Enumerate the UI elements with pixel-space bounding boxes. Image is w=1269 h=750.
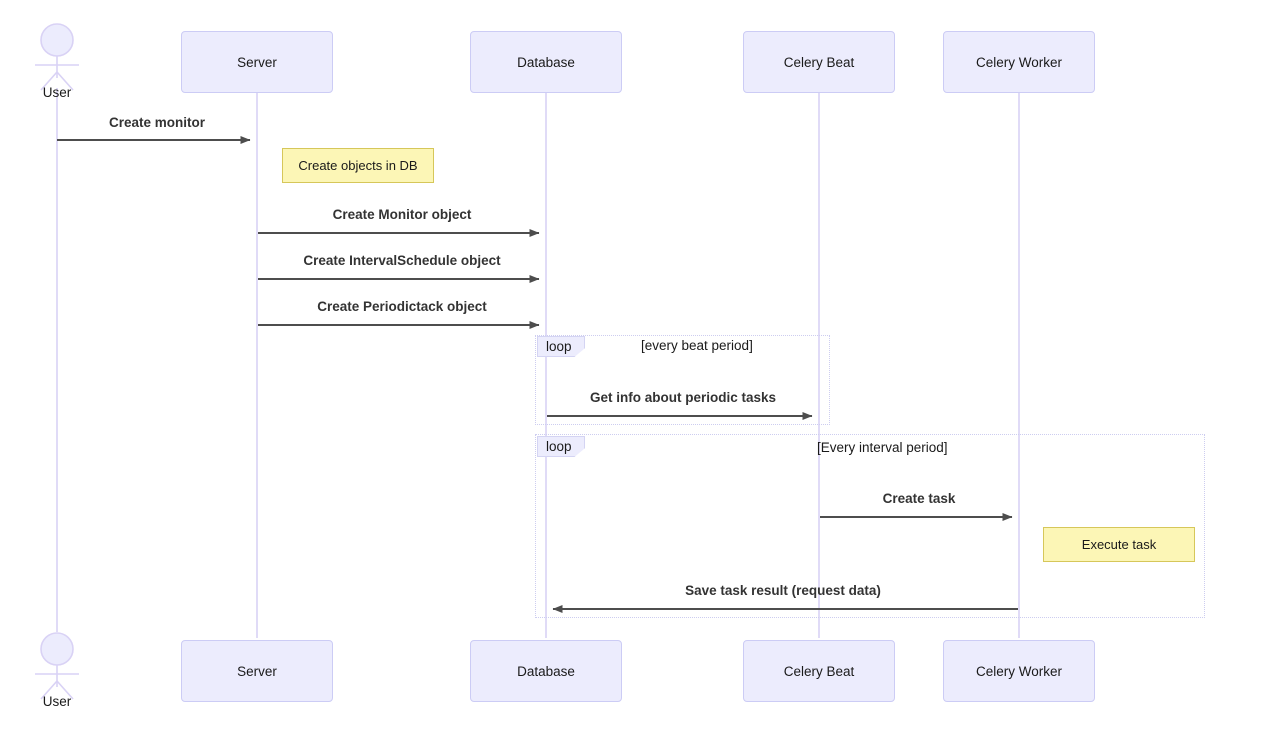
actor-user-top-label: User [42, 85, 72, 100]
message-label-get-info-about-periodic-tasks: Get info about periodic tasks [589, 390, 777, 405]
participant-label: Database [517, 663, 575, 679]
loop-tag-label: loop [546, 339, 572, 354]
loop-fragment-beat-period [535, 335, 830, 425]
note-create-objects-in-db: Create objects in DB [282, 148, 434, 183]
note-execute-task: Execute task [1043, 527, 1195, 562]
participant-label: Celery Worker [975, 663, 1063, 679]
participant-celery-beat-header[interactable]: Celery Beat [743, 31, 895, 93]
participant-celery-worker-footer[interactable]: Celery Worker [943, 640, 1095, 702]
participant-database-footer[interactable]: Database [470, 640, 622, 702]
message-label-create-monitor-object: Create Monitor object [332, 207, 472, 222]
message-label-create-monitor: Create monitor [108, 115, 206, 130]
participant-label: Celery Worker [975, 54, 1063, 70]
actor-user-bottom-label: User [42, 694, 72, 709]
note-label: Create objects in DB [298, 158, 418, 173]
participant-celery-beat-footer[interactable]: Celery Beat [743, 640, 895, 702]
actor-user-top-icon [35, 23, 79, 91]
message-label-create-task: Create task [882, 491, 956, 506]
participant-server-header[interactable]: Server [181, 31, 333, 93]
message-label-save-task-result: Save task result (request data) [685, 583, 881, 598]
message-arrows [57, 136, 1018, 613]
participant-database-header[interactable]: Database [470, 31, 622, 93]
loop-tag-beat-period: loop [537, 336, 585, 357]
note-label: Execute task [1081, 537, 1157, 552]
participant-label: Celery Beat [783, 663, 855, 679]
loop-tag-interval-period: loop [537, 436, 585, 457]
lifelines [56, 88, 1020, 638]
message-label-create-intervalschedule-object: Create IntervalSchedule object [303, 253, 501, 268]
loop-condition-interval-period: [Every interval period] [817, 440, 948, 455]
participant-label: Server [237, 663, 277, 679]
participant-celery-worker-header[interactable]: Celery Worker [943, 31, 1095, 93]
loop-tag-label: loop [546, 439, 572, 454]
loop-condition-beat-period: [every beat period] [641, 338, 753, 353]
participant-server-footer[interactable]: Server [181, 640, 333, 702]
loop-fragment-interval-period [535, 434, 1205, 618]
participant-label: Database [517, 54, 575, 70]
participant-label: Server [237, 54, 277, 70]
participant-label: Celery Beat [783, 54, 855, 70]
message-label-create-periodictack-object: Create Periodictack object [317, 299, 487, 314]
actor-user-bottom-icon [35, 632, 79, 700]
